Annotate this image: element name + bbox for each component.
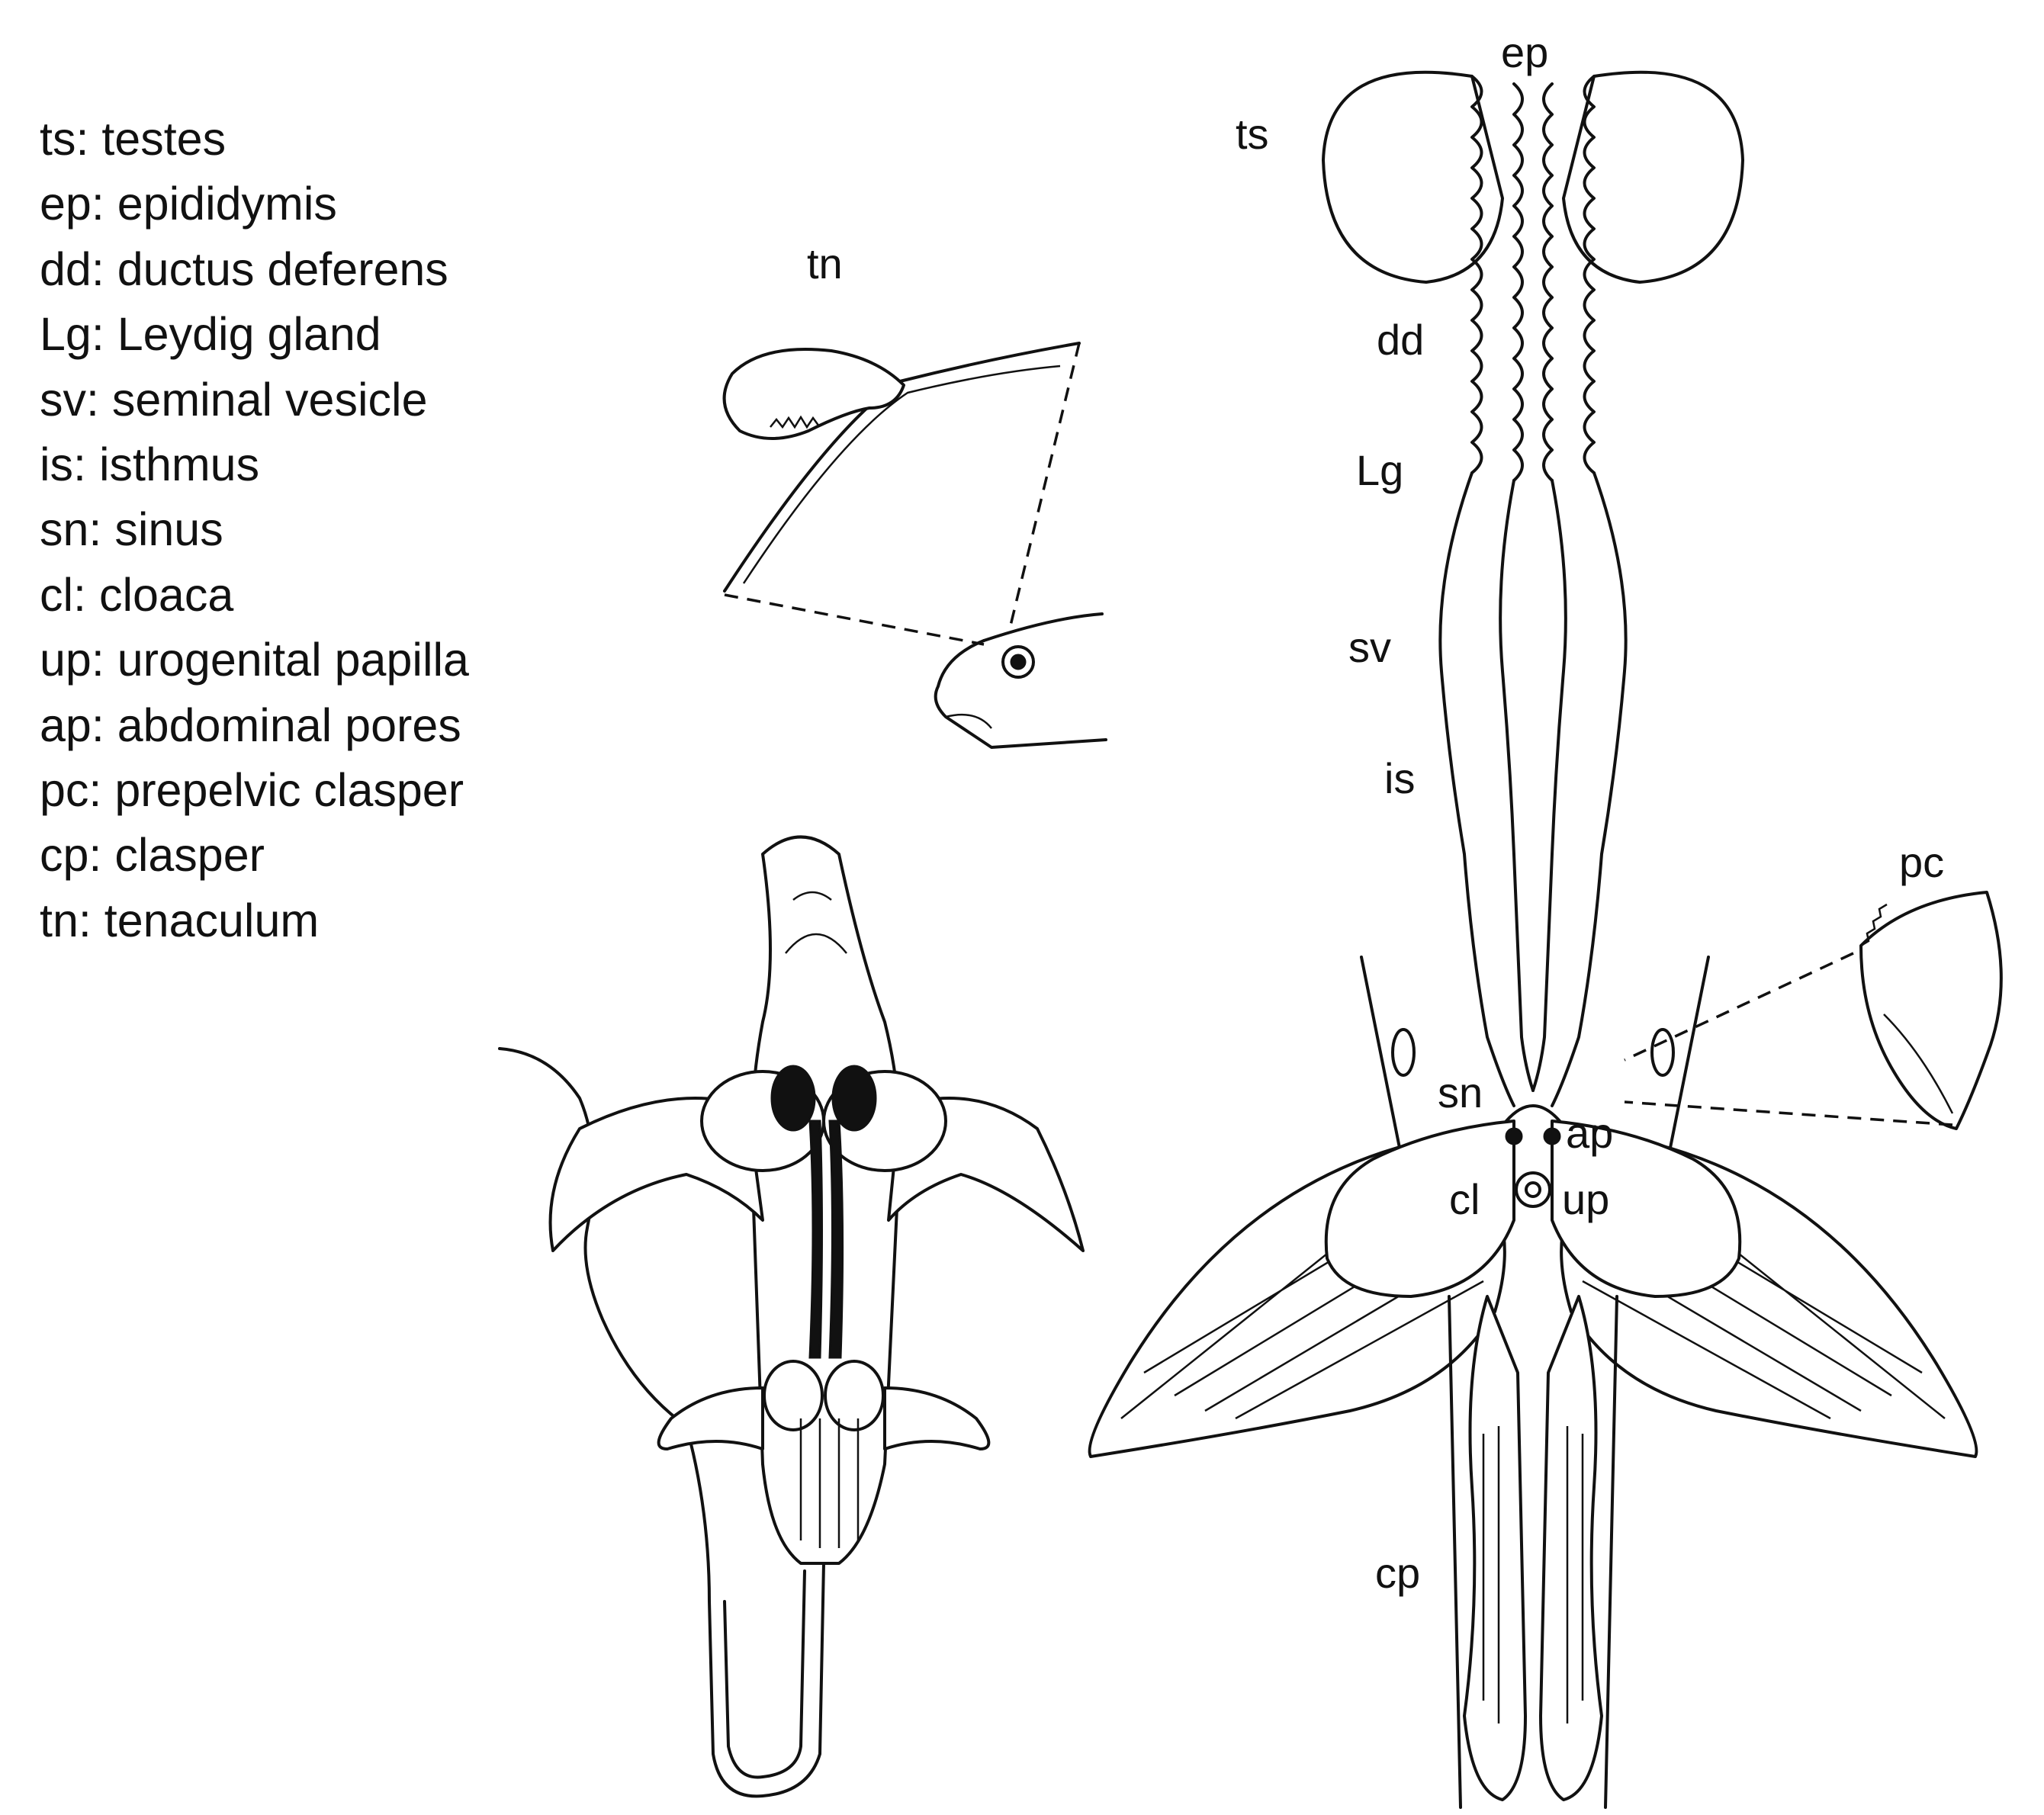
label-sn: sn	[1438, 1068, 1483, 1116]
legend-item-ts: ts: testes	[40, 113, 227, 165]
legend-item-cp: cp: clasper	[40, 829, 265, 882]
legend-item-ep: ep: epididymis	[40, 178, 337, 230]
legend-item-dd: dd: ductus deferens	[40, 243, 448, 295]
legend-item-ap: ap: abdominal pores	[40, 699, 461, 751]
legend-item-cl: cl: cloaca	[40, 568, 234, 621]
legend-item-lg: Lg: Leydig gland	[40, 308, 381, 361]
label-up: up	[1562, 1175, 1609, 1223]
label-sv: sv	[1348, 623, 1391, 671]
label-tn: tn	[807, 239, 843, 288]
label-is: is	[1384, 754, 1415, 802]
legend-item-sv: sv: seminal vesicle	[40, 373, 428, 426]
legend-item-sn: sn: sinus	[40, 503, 223, 556]
legend-item-up: up: urogenital papilla	[40, 634, 469, 686]
label-cp: cp	[1375, 1549, 1420, 1597]
abbreviation-legend: ts: testes ep: epididymis dd: ductus def…	[40, 107, 469, 953]
legend-item-pc: pc: prepelvic clasper	[40, 764, 464, 817]
label-dd: dd	[1377, 316, 1424, 364]
label-ts: ts	[1236, 110, 1269, 158]
label-lg: Lg	[1356, 446, 1403, 494]
label-pc: pc	[1899, 838, 1944, 886]
tenaculum-inset	[722, 342, 1107, 749]
label-cl: cl	[1449, 1175, 1480, 1223]
prepelvic-clasper-inset	[1624, 891, 2003, 1130]
label-ep: ep	[1501, 28, 1548, 76]
main-dissection	[1088, 70, 1978, 1809]
label-ap: ap	[1566, 1109, 1613, 1157]
ventral-body-view	[498, 835, 1085, 1798]
legend-item-tn: tn: tenaculum	[40, 894, 320, 946]
legend-item-is: is: isthmus	[40, 438, 260, 491]
